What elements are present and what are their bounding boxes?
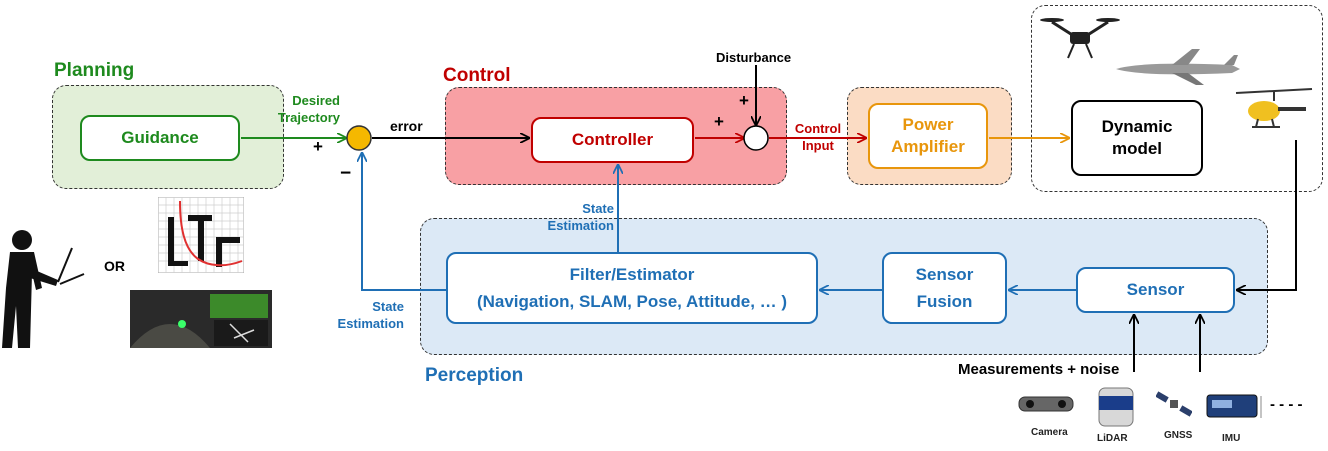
sensor-fusion-block[interactable]: Sensor Fusion [882,252,1007,324]
planning-title: Planning [54,60,135,81]
lidar-caption: LiDAR [1097,433,1128,444]
plant-region [1031,5,1323,192]
state-estimation-left-label: State Estimation [337,299,404,331]
grid-map-icon [158,197,244,273]
error-label: error [390,118,423,134]
sum-junction-error [346,125,372,151]
plus-sign-sum2-top: + [739,91,749,110]
disturbance-label: Disturbance [716,50,792,65]
plus-sign-sum1: + [313,137,323,156]
control-input-label: Control Input [794,121,842,153]
wire-state-feedback [362,153,446,291]
more-sensors-dashes: - - - - [1270,396,1303,413]
imu-caption: IMU [1222,433,1241,444]
camera-icon [1018,396,1074,412]
state-estimation-top-label: State Estimation [547,201,614,233]
fixed-wing-uav-icon [1116,49,1240,85]
minus-sign-sum1: − [340,163,352,184]
lidar-icon [1098,387,1134,427]
perception-title: Perception [425,365,524,386]
quadcopter-icon [1040,18,1120,59]
filter-estimator-block[interactable]: Filter/Estimator (Navigation, SLAM, Pose… [446,252,818,324]
imu-icon [1206,394,1262,418]
measurements-noise-label: Measurements + noise [958,361,1120,378]
gnss-caption: GNSS [1164,430,1193,441]
pilot-silhouette-icon [2,230,85,348]
tunnel-photo-icon [130,290,272,348]
wire-model-to-sensor [1237,140,1297,290]
dynamic-model-block[interactable]: Dynamic model [1071,100,1203,176]
plus-sign-sum2-left: + [714,112,724,131]
power-amplifier-block[interactable]: Power Amplifier [868,103,988,169]
controller-block[interactable]: Controller [531,117,694,163]
control-title: Control [443,65,511,86]
guidance-block[interactable]: Guidance [80,115,240,161]
sum-junction-disturbance [743,125,769,151]
desired-trajectory-label: Desired Trajectory [277,93,340,125]
or-label: OR [104,258,125,274]
sensor-block[interactable]: Sensor [1076,267,1235,313]
helicopter-icon [1235,88,1313,128]
camera-caption: Camera [1031,427,1068,438]
gnss-satellite-icon [1156,391,1192,417]
